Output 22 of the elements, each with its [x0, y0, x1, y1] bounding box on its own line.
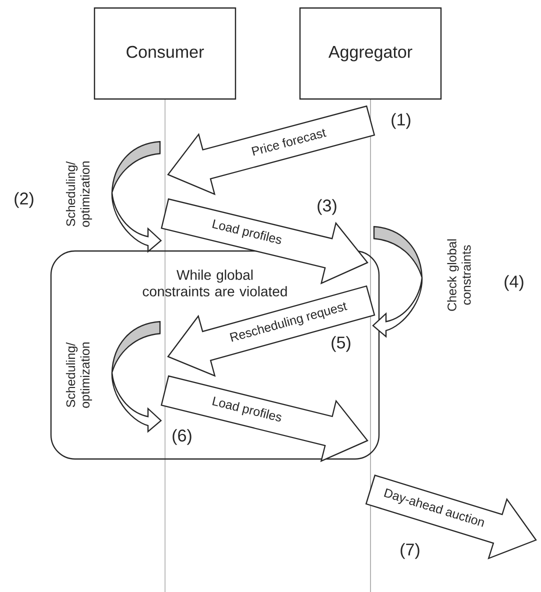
- curved-arrow: [372, 226, 423, 338]
- curved-arrow: [111, 321, 162, 432]
- callout-number: (6): [172, 429, 192, 445]
- callout-number: (7): [400, 543, 420, 559]
- block-arrow: [167, 285, 376, 377]
- callout-number: (3): [318, 199, 336, 215]
- block-arrow: [160, 375, 368, 462]
- edge-label: Scheduling/ optimization: [66, 161, 92, 227]
- callout-number: (2): [14, 192, 34, 208]
- callout-number: (4): [504, 275, 524, 291]
- actor-box: Aggregator: [299, 7, 442, 100]
- edge-label: Price forecast: [252, 128, 327, 156]
- curved-arrow: [111, 141, 162, 252]
- callout-number: (5): [332, 336, 350, 352]
- edge-label: Scheduling/ optimization: [66, 342, 92, 408]
- block-arrow: [365, 474, 537, 560]
- edge-label: Load profiles: [212, 219, 282, 244]
- callout-number: (1): [392, 113, 410, 129]
- actor-box: Consumer: [94, 7, 236, 100]
- edge-label: Load profiles: [212, 396, 282, 422]
- edge-label: Check global constraints: [447, 239, 471, 311]
- block-arrow: [160, 198, 368, 284]
